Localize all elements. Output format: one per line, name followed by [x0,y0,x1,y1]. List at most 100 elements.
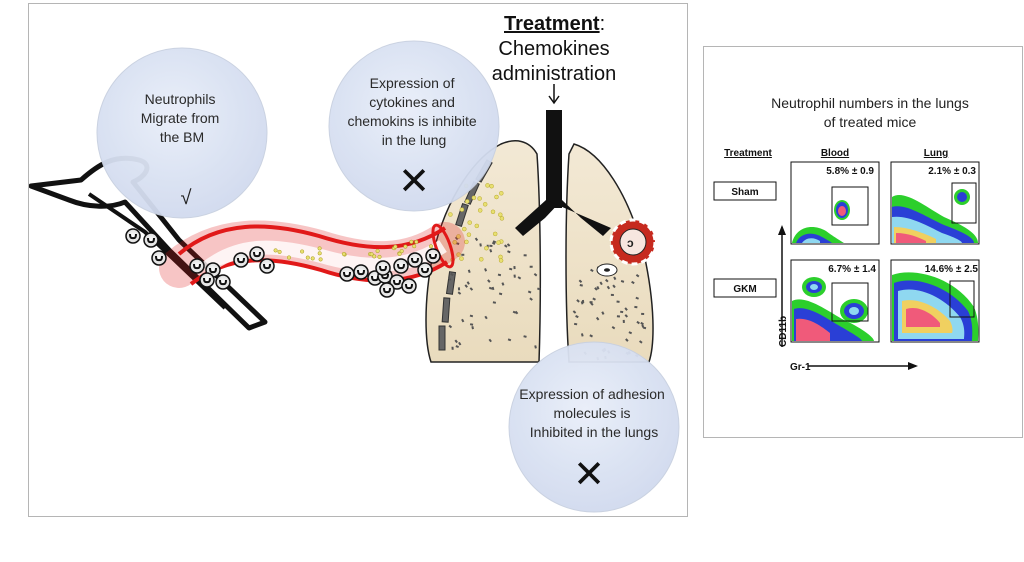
cell-nucleus [397,263,405,270]
neutrophil-cell [125,228,141,244]
lung-particle [641,312,645,316]
gkm-lung-value: 14.6% ± 2.5 [925,264,979,275]
lung-particle [533,273,538,277]
lung-particle [448,277,452,281]
lung-particle [599,281,603,286]
facs-panel: Neutrophil numbers in the lungs of treat… [703,46,1023,438]
neutrophil-cell [199,272,215,288]
lung-particle [512,310,517,314]
lung-particle [592,297,596,301]
lung-particle [589,301,593,304]
cell-nucleus [381,273,389,280]
lung-particle [572,310,577,314]
chemokine-dot [477,208,483,213]
lung-particle [616,300,620,303]
bubble-migrate: Neutrophils Migrate from the BM √ [96,47,268,219]
lung-particle [466,281,470,285]
lung-particle [596,286,600,290]
lung-particle [464,284,468,288]
cell-nucleus [383,287,391,294]
lung-particle [497,273,502,277]
chemokine-dot [485,183,490,188]
bubble-cytokines-line-1: Expression of [370,75,455,91]
lung-particle [471,326,474,330]
vessel-dot [372,254,377,259]
x-axis-label: Gr-1 [790,362,811,373]
lung-particle [625,338,629,342]
lung-particle [574,322,578,326]
lung-particle [628,331,633,335]
chemokine-dot [459,256,464,261]
chemokine-dot [464,199,470,204]
chemokine-dot [448,212,453,217]
chemokine-dots [448,183,505,263]
lung-particle [601,311,605,315]
neutrophil-cell [189,258,205,274]
checkmark-icon: √ [181,187,192,209]
lung-particle [469,314,474,318]
plot-gkm-blood: 6.7% ± 1.4 [790,259,880,343]
gkm-blood-value: 6.7% ± 1.4 [828,264,876,275]
lung-particle [487,279,491,283]
svg-text:Neutrophils Migrate from: Neutrophils Migrate from the BM [141,91,223,145]
neutrophil-cell [233,252,249,268]
chemokine-dot [479,257,484,262]
lung-particle [491,241,496,245]
neutrophil-cell [425,248,441,264]
neutrophil-cell [393,258,409,274]
vessel-dot [300,249,305,254]
chemokine-dot [498,258,504,263]
col-lung: Lung [924,148,948,159]
chemokine-dot [499,191,504,196]
chemokine-dot [482,202,488,207]
lung-particle [484,268,488,272]
y-axis-label: CD11b [778,316,789,347]
bubble-migrate-line-3: the BM [160,129,204,145]
chemokine-dot [474,223,480,229]
lung-particle [578,279,583,284]
chemokine-dot [452,240,457,245]
lung-particle [634,305,638,309]
svg-text:Expression of cytokines: Expression of cytokines and chemokins is… [347,75,480,148]
plot-sham-blood: 5.8% ± 0.9 [790,161,880,245]
chemokine-dot [459,207,465,212]
lung-particle [575,314,579,319]
lung-particle [507,338,512,342]
bubble-cytokines-line-2: cytokines and [369,94,455,110]
diagram-canvas: ɔ Neutrophils Migrate from the BM √ Expr… [28,13,680,513]
lung-particle [612,284,616,289]
lung-particle [507,250,511,254]
lung-particle [513,274,516,278]
lung-particle [458,341,462,346]
vessel-dot [403,244,408,249]
cell-nucleus [219,279,227,286]
lung-particle [635,274,640,278]
plot-sham-lung: 2.1% ± 0.3 [890,161,980,245]
chemokine-dot [496,240,501,245]
bubble-adhesion: Expression of adhesion molecules is Inhi… [508,341,680,513]
cell-nucleus [379,265,387,272]
cell-nucleus [421,267,429,274]
chemokine-dot [494,194,499,200]
vessel-dot [317,251,322,256]
cell-nucleus [343,271,351,278]
chemokine-dot [456,234,461,239]
cell-nucleus [209,267,217,274]
cross-icon: ✕ [398,161,430,203]
facs-y-axis: CD11b [778,225,789,347]
lung-particle [488,286,493,290]
chemokine-dot [466,232,472,237]
lung-particle [474,237,479,242]
lung-particle [455,345,460,349]
cross-icon: ✕ [573,454,605,496]
vessel-dot [409,239,414,244]
cell-nucleus [237,257,245,264]
sham-lung-value: 2.1% ± 0.3 [928,166,976,177]
lung-particle [454,339,458,344]
col-blood: Blood [821,148,849,159]
lung-particle [461,253,465,256]
neutrophil-cell [143,232,159,248]
neutrophil-cells [125,228,441,298]
neutrophil-cell [407,252,423,268]
right-lung [565,143,654,363]
